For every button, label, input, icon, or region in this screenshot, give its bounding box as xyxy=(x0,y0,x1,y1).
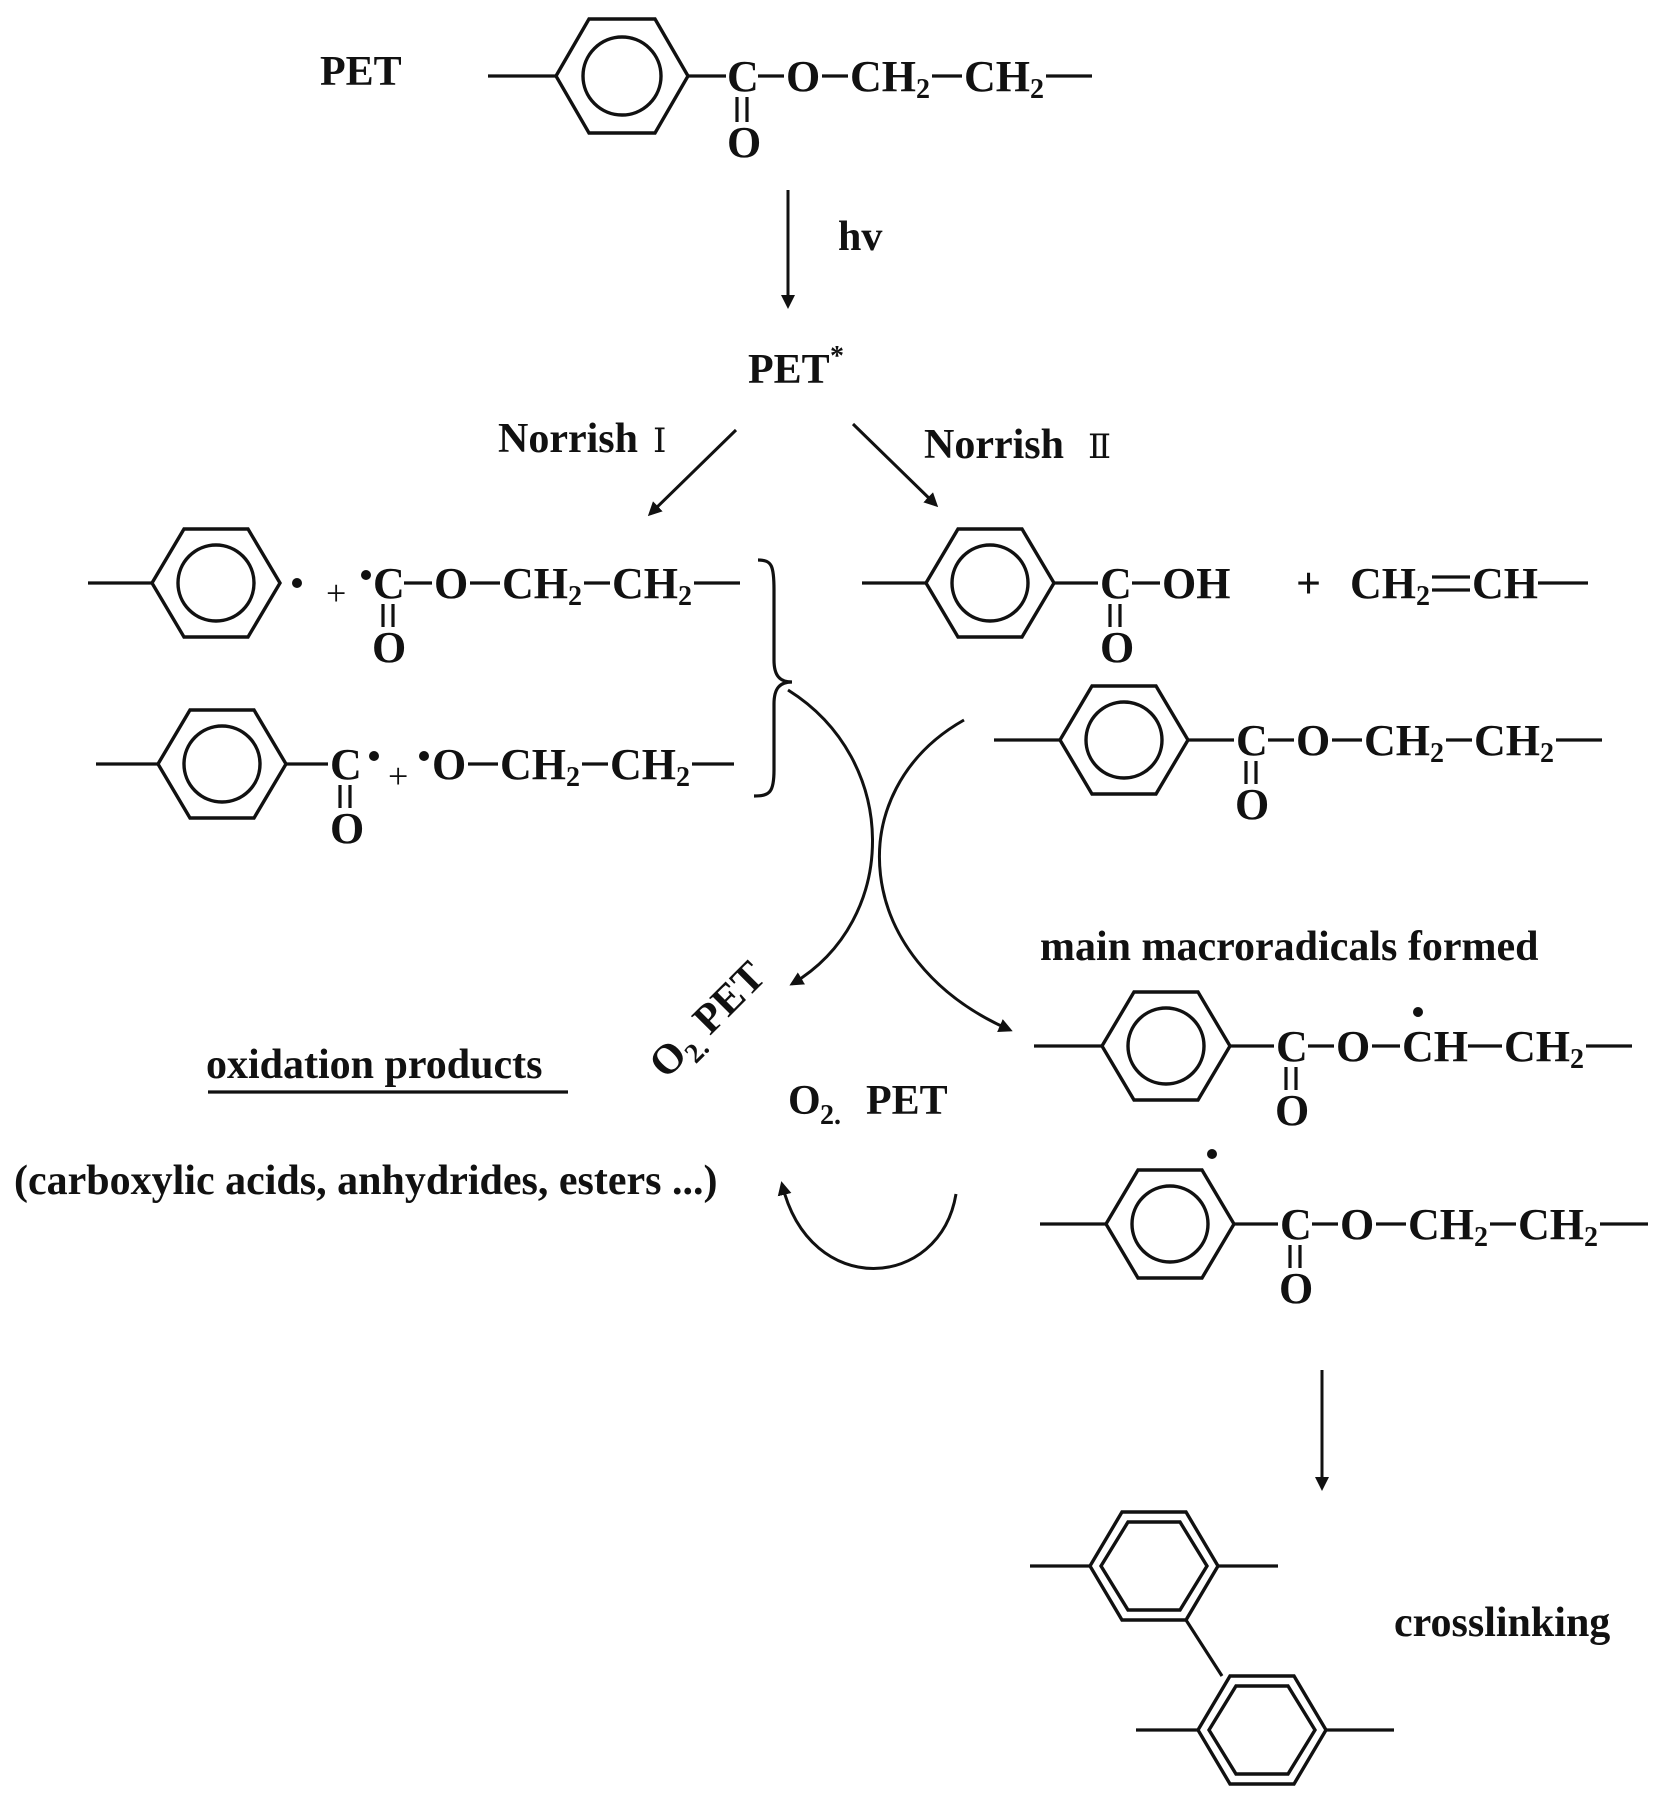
radical-dot-icon xyxy=(1207,1149,1217,1159)
oxidation-products-label: oxidation products xyxy=(206,1042,542,1088)
norrish-2-product-acid: C O OH xyxy=(862,527,1230,672)
plus-sign: + xyxy=(1296,559,1321,608)
crosslinking-label: crosslinking xyxy=(1394,1600,1610,1646)
o2-pet-rotated-label: O 2. PET xyxy=(641,953,775,1087)
subscript: 2 xyxy=(568,581,582,612)
subscript: 2 xyxy=(1416,581,1430,612)
methylene-group: CH xyxy=(1350,559,1416,608)
carbonyl-oxygen: O xyxy=(330,804,364,853)
methylene-group: CH xyxy=(502,559,568,608)
pet-reactant-structure: C O O CH 2 CH 2 xyxy=(994,684,1602,829)
carbon-atom: C xyxy=(373,559,405,608)
carbon-atom: C xyxy=(1236,716,1268,765)
subscript: 2 xyxy=(678,581,692,612)
subscript: 2 xyxy=(1584,1222,1598,1253)
plus-sign: + xyxy=(388,756,408,796)
carbonyl-oxygen: O xyxy=(1100,623,1134,672)
methylene-group: CH xyxy=(964,52,1030,101)
norrish-2-label: Norrish xyxy=(924,422,1064,468)
methylene-group: CH xyxy=(1474,716,1540,765)
product-group-brace xyxy=(753,558,793,798)
macroradical-1-structure: C O O CH CH 2 xyxy=(1034,990,1632,1135)
radical-dot-icon xyxy=(1413,1007,1423,1017)
methylene-group: CH xyxy=(1408,1200,1474,1249)
norrish-1-product-row-2: C O + O CH 2 CH 2 xyxy=(96,708,734,853)
benzene-ring-icon xyxy=(156,708,288,820)
carbonyl-oxygen: O xyxy=(727,118,761,167)
subscript: 2 xyxy=(1570,1044,1584,1075)
pet-star-superscript: * xyxy=(830,341,844,372)
norrish-1-product-row-1: + C O O CH 2 CH 2 xyxy=(88,527,740,672)
curved-arrow-to-macroradicals xyxy=(878,718,1013,1032)
benzene-ring-icon xyxy=(1058,684,1190,796)
carbonyl-oxygen: O xyxy=(1235,780,1269,829)
hydroxyl-group: OH xyxy=(1162,559,1230,608)
ester-oxygen: O xyxy=(1296,716,1330,765)
carbon-atom: C xyxy=(330,740,362,789)
macroradical-2-structure: C O O CH 2 CH 2 xyxy=(1040,1149,1648,1313)
carbon-atom: C xyxy=(1280,1200,1312,1249)
radical-dot-icon xyxy=(369,751,379,761)
norrish-2-arrow xyxy=(851,422,939,508)
methylene-group: CH xyxy=(500,740,566,789)
subscript: 2 xyxy=(676,762,690,793)
crosslinked-biphenyl-structure xyxy=(1030,1510,1394,1786)
subscript: 2 xyxy=(1430,738,1444,769)
benzene-ring-icon xyxy=(1100,990,1232,1102)
norrish-2-product-vinyl: CH 2 CH xyxy=(1350,559,1588,612)
methine-radical: CH xyxy=(1402,1022,1468,1071)
plus-sign: + xyxy=(326,573,346,613)
benzene-ring-icon xyxy=(924,527,1056,639)
o2-subscript-2: 2. xyxy=(820,1100,841,1131)
subscript: 2 xyxy=(1540,738,1554,769)
norrish-1-roman: Ⅰ xyxy=(653,423,666,460)
curved-arrow-to-oxidation xyxy=(777,1181,958,1270)
subscript: 2 xyxy=(916,74,930,105)
methylene-group: CH xyxy=(610,740,676,789)
carbon-atom: C xyxy=(727,52,759,101)
benzene-ring-icon xyxy=(1088,1510,1220,1622)
subscript: 2 xyxy=(1030,74,1044,105)
pet-structure: C O O CH 2 CH 2 xyxy=(488,17,1092,167)
carbonyl-oxygen: O xyxy=(372,623,406,672)
pet-label: PET xyxy=(320,49,402,95)
radical-dot-icon xyxy=(419,751,429,761)
benzene-ring-icon xyxy=(150,527,282,639)
methylene-group: CH xyxy=(1364,716,1430,765)
pet-star-label: PET xyxy=(748,347,830,393)
norrish-1-arrow xyxy=(647,428,738,517)
methylene-group: CH xyxy=(1518,1200,1584,1249)
norrish-1-label: Norrish xyxy=(498,416,638,462)
hv-label: hv xyxy=(838,214,882,260)
carbon-atom: C xyxy=(1276,1022,1308,1071)
methine-group: CH xyxy=(1472,559,1538,608)
carbonyl-oxygen: O xyxy=(1275,1086,1309,1135)
ester-oxygen: O xyxy=(1336,1022,1370,1071)
norrish-2-roman: Ⅱ xyxy=(1088,429,1111,466)
ester-oxygen: O xyxy=(434,559,468,608)
methylene-group: CH xyxy=(850,52,916,101)
methylene-group: CH xyxy=(1504,1022,1570,1071)
carbonyl-oxygen: O xyxy=(1279,1264,1313,1313)
oxidation-examples-label: (carboxylic acids, anhydrides, esters ..… xyxy=(14,1158,717,1204)
curved-arrow-to-o2 xyxy=(787,688,874,986)
pet-label-2: PET xyxy=(866,1078,948,1124)
benzene-ring-icon xyxy=(1196,1674,1328,1786)
subscript: 2 xyxy=(566,762,580,793)
radical-dot-icon xyxy=(292,578,302,588)
benzene-ring-icon xyxy=(1104,1168,1236,1280)
ester-oxygen: O xyxy=(1340,1200,1374,1249)
benzene-ring-icon xyxy=(554,17,690,135)
ester-oxygen: O xyxy=(432,740,466,789)
radical-dot-icon xyxy=(361,570,371,580)
o2-label-2: O xyxy=(788,1078,821,1124)
subscript: 2 xyxy=(1474,1222,1488,1253)
ester-oxygen: O xyxy=(786,52,820,101)
pet-label-rotated: PET xyxy=(684,953,774,1043)
main-macroradicals-label: main macroradicals formed xyxy=(1040,924,1538,970)
carbon-atom: C xyxy=(1100,559,1132,608)
methylene-group: CH xyxy=(612,559,678,608)
